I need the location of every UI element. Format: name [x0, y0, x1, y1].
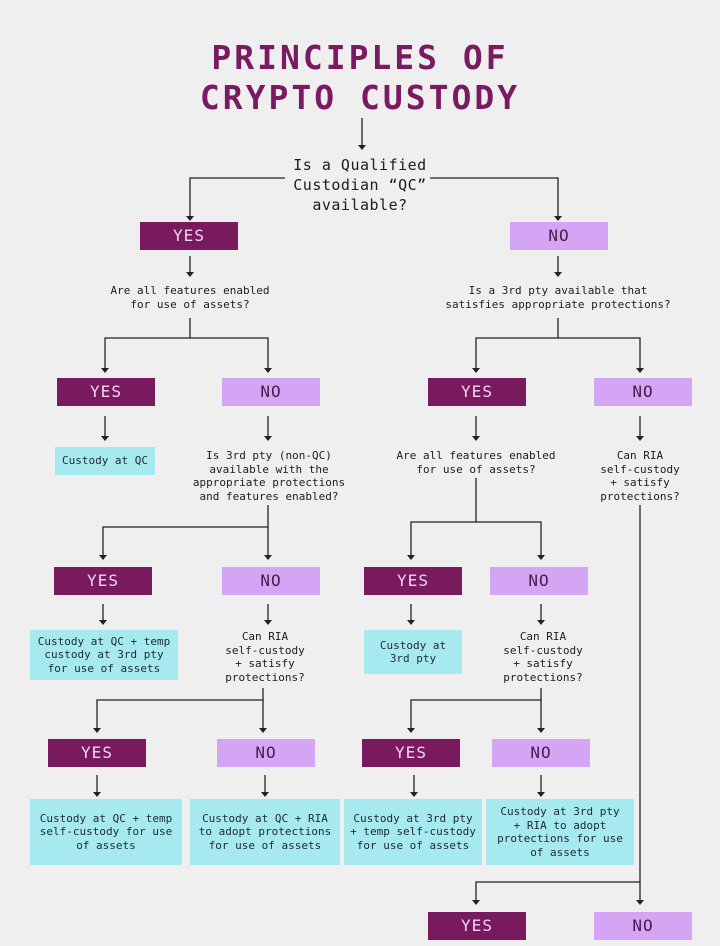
yes-box-3rd-non-qc: YES	[54, 567, 152, 595]
question-ria-self-custody-far-right: Can RIA self-custody + satisfy protectio…	[600, 449, 680, 503]
result-3rd-ria-protections: Custody at 3rd pty + RIA to adopt protec…	[486, 799, 634, 865]
yes-box-features-left: YES	[57, 378, 155, 406]
no-box-features-left: NO	[222, 378, 320, 406]
result-qc-temp-self-custody: Custody at QC + temp self-custody for us…	[30, 799, 182, 865]
yes-box-3rd-pty: YES	[428, 378, 526, 406]
result-qc-ria-protections: Custody at QC + RIA to adopt protections…	[190, 799, 340, 865]
no-box-3rd-pty: NO	[594, 378, 692, 406]
yes-box-ria-left: YES	[48, 739, 146, 767]
result-3rd-temp-self-custody: Custody at 3rd pty + temp self-custody f…	[344, 799, 482, 865]
no-box-ria-mid: NO	[492, 739, 590, 767]
question-qc-available: Is a Qualified Custodian “QC” available?	[293, 156, 427, 214]
question-3rd-pty-available: Is a 3rd pty available that satisfies ap…	[445, 284, 671, 311]
no-box-ria-far-right: NO	[594, 912, 692, 940]
question-ria-self-custody-mid: Can RIA self-custody + satisfy protectio…	[503, 630, 583, 684]
question-3rd-pty-non-qc: Is 3rd pty (non-QC) available with the a…	[192, 449, 346, 503]
no-box-qc: NO	[510, 222, 608, 250]
question-features-enabled-left: Are all features enabled for use of asse…	[110, 284, 270, 311]
yes-box-features-right: YES	[364, 567, 462, 595]
result-qc-temp-3rd: Custody at QC + temp custody at 3rd pty …	[30, 630, 178, 680]
question-features-enabled-right: Are all features enabled for use of asse…	[396, 449, 556, 476]
yes-box-ria-far-right: YES	[428, 912, 526, 940]
title-line-1: PRINCIPLES OF	[211, 38, 509, 77]
question-ria-self-custody-left: Can RIA self-custody + satisfy protectio…	[225, 630, 305, 684]
no-box-3rd-non-qc: NO	[222, 567, 320, 595]
result-custody-at-qc: Custody at QC	[55, 447, 155, 475]
no-box-features-right: NO	[490, 567, 588, 595]
yes-box-qc: YES	[140, 222, 238, 250]
yes-box-ria-mid: YES	[362, 739, 460, 767]
no-box-ria-left: NO	[217, 739, 315, 767]
title-line-2: CRYPTO CUSTODY	[199, 78, 521, 117]
result-custody-at-3rd-pty: Custody at 3rd pty	[364, 630, 462, 674]
